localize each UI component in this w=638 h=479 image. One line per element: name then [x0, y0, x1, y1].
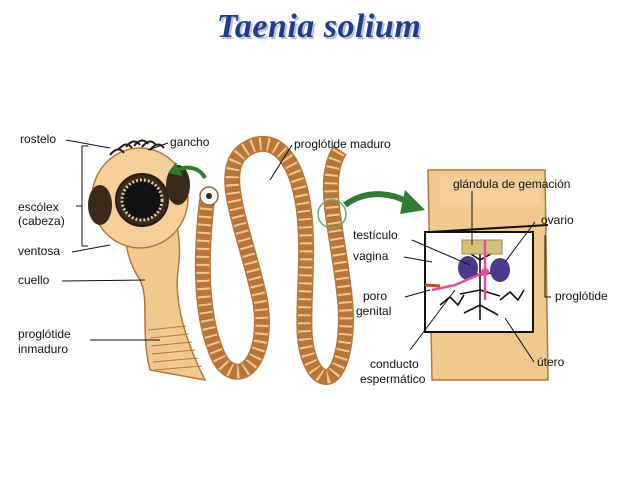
- strobila-illustration: [194, 136, 354, 385]
- label-glandula: glándula de gemación: [453, 177, 571, 191]
- arrow-proglottid: [343, 190, 425, 214]
- label-genital: genital: [356, 304, 392, 318]
- leader-lines: [61, 139, 551, 363]
- label-escolex: escólex: [18, 200, 59, 214]
- scolex-illustration: [88, 139, 207, 382]
- label-proglotide-right: proglótide: [555, 289, 608, 303]
- proglottid-detail: [424, 169, 549, 381]
- label-cuello: cuello: [18, 273, 50, 287]
- label-rostelo: rostelo: [20, 132, 57, 146]
- label-inmaduro: inmaduro: [18, 342, 69, 356]
- label-ovario: ovario: [541, 213, 574, 227]
- label-testiculo: testículo: [353, 228, 398, 242]
- label-ventosa: ventosa: [18, 244, 61, 258]
- page-title: Taenia solium: [216, 8, 422, 45]
- label-proglotide-maduro: proglótide maduro: [294, 137, 391, 151]
- label-utero: útero: [537, 355, 565, 369]
- label-poro: poro: [363, 289, 388, 303]
- label-gancho: gancho: [170, 135, 210, 149]
- label-cabeza: (cabeza): [18, 214, 65, 228]
- label-conducto: conducto: [370, 357, 419, 371]
- label-espermatico: espermático: [360, 372, 426, 386]
- label-proglotide-inmaduro: proglótide: [18, 327, 71, 341]
- arrow-scolex: [168, 162, 207, 180]
- label-vagina: vagina: [353, 249, 389, 263]
